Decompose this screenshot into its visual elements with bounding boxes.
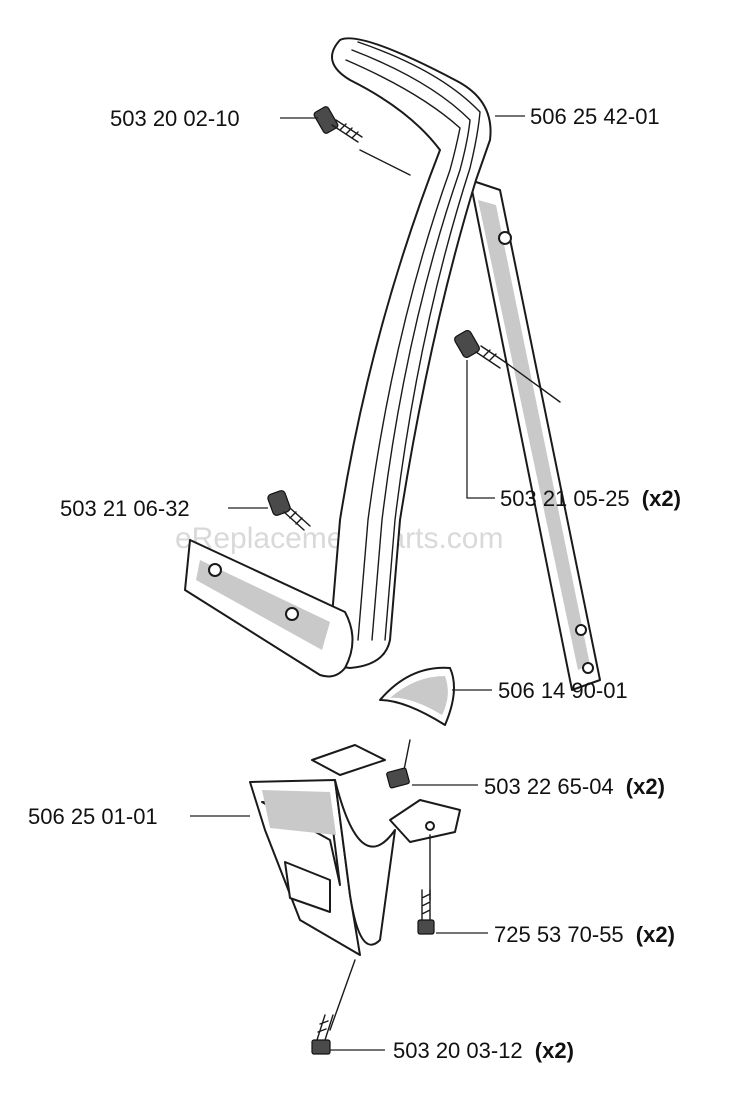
part-label-503-21-06-32: 503 21 06-32 [60,496,190,521]
part-label-503-20-02-10: 503 20 02-10 [110,106,240,131]
part-label-503-22-65-04: 503 22 65-04 (x2) [484,774,665,799]
part-label-725-53-70-55: 725 53 70-55 (x2) [494,922,675,947]
bolt-503-20-02-10 [313,106,363,143]
part-labels: 503 20 02-10 506 25 42-01 503 21 05-25 (… [28,104,681,1063]
handle-bar-illustration [184,37,601,691]
cover-506-14-90-01 [379,666,455,781]
part-label-506-14-90-01: 506 14 90-01 [498,678,628,703]
bolt-503-21-06-32 [267,490,311,531]
part-label-503-21-05-25: 503 21 05-25 (x2) [500,486,681,511]
screw-503-20-03-12 [311,1014,334,1055]
part-label-506-25-01-01: 506 25 01-01 [28,804,158,829]
screw-725-53-70-55 [417,889,435,935]
part-label-506-25-42-01: 506 25 42-01 [530,104,660,129]
part-label-503-20-03-12: 503 20 03-12 (x2) [393,1038,574,1063]
leader-lines [190,115,525,1051]
bracket-506-25-01-01 [249,744,461,1031]
nut-503-22-65-04 [386,767,410,789]
bolt-503-21-05-25 [454,329,561,403]
